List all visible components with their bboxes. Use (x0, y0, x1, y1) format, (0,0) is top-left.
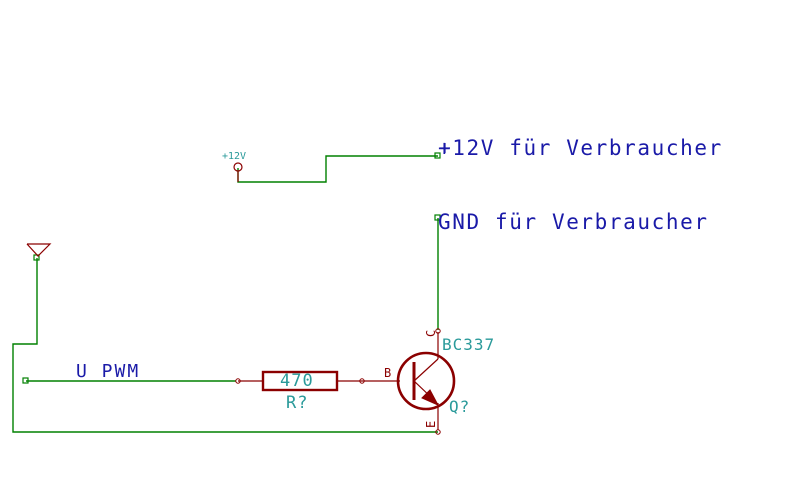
transistor-pin-base: B (384, 366, 392, 380)
ground-triangle-icon[interactable] (26, 243, 52, 257)
power-port-circle-icon[interactable] (233, 162, 243, 182)
resistor-reference[interactable]: R? (286, 393, 309, 413)
label-anchor-cross-icon (440, 143, 450, 153)
net-label-pwm[interactable]: U PWM (76, 361, 141, 382)
npn-transistor-symbol[interactable] (362, 328, 456, 435)
transistor-value[interactable]: BC337 (442, 335, 496, 354)
wires (12, 155, 439, 433)
transistor-pin-collector: C (424, 329, 438, 337)
power-port-label: +12V (222, 151, 247, 162)
connector-pwm-end[interactable] (22, 377, 29, 384)
wire-ground-loop[interactable] (12, 258, 438, 433)
transistor-reference[interactable]: Q? (449, 397, 471, 416)
global-label-supply[interactable]: +12V für Verbraucher (438, 136, 723, 160)
connector-12v-end[interactable] (434, 152, 441, 159)
connector-gnd-end[interactable] (434, 214, 441, 221)
global-label-ground[interactable]: GND für Verbraucher (438, 210, 709, 234)
wire-12v[interactable] (237, 155, 438, 183)
transistor-pin-emitter: E (424, 420, 438, 428)
resistor-value[interactable]: 470 (280, 371, 314, 391)
resistor-symbol[interactable] (235, 370, 365, 392)
